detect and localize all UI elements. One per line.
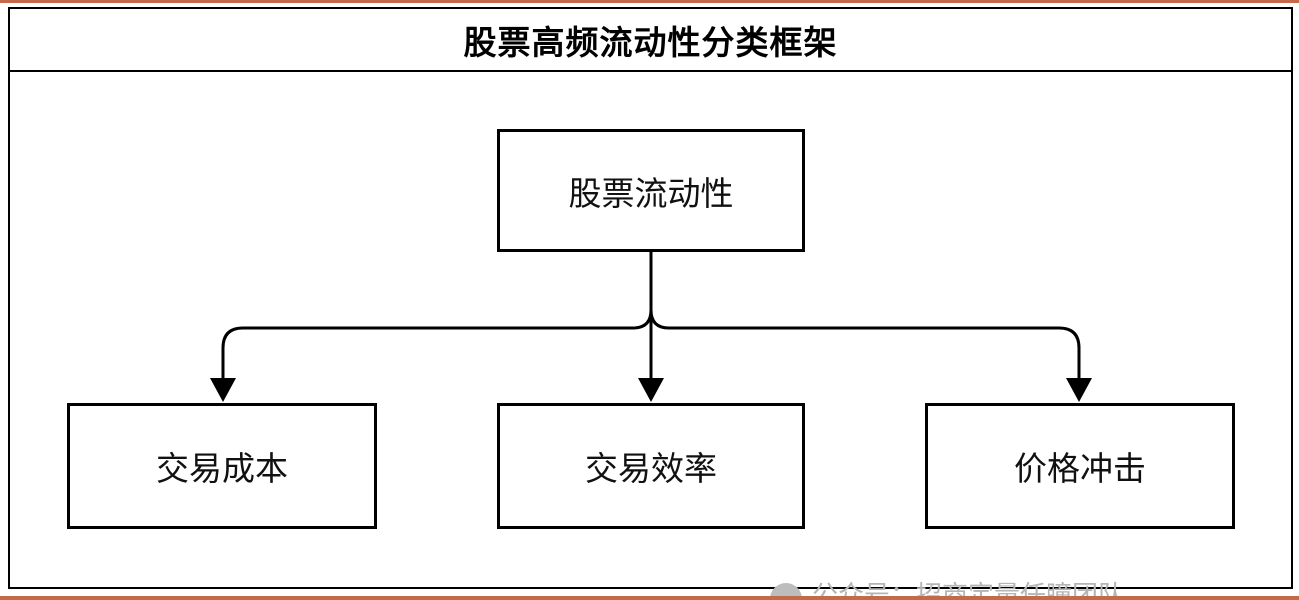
bottom-rule xyxy=(0,596,1299,600)
child-node-2: 交易效率 xyxy=(497,403,805,529)
arrowhead-node-2 xyxy=(638,378,664,402)
child-node-2-label: 交易效率 xyxy=(585,449,717,488)
arrowhead-node-1 xyxy=(210,378,236,402)
root-node: 股票流动性 xyxy=(497,129,805,252)
wechat-icon xyxy=(770,583,802,600)
edge-to-node-1 xyxy=(221,309,653,378)
root-node-label: 股票流动性 xyxy=(568,173,734,213)
child-node-3-label: 价格冲击 xyxy=(1014,449,1146,488)
child-node-3: 价格冲击 xyxy=(925,403,1235,529)
edge-to-node-3 xyxy=(649,309,1081,378)
diagram-title: 股票高频流动性分类框架 xyxy=(463,22,838,62)
child-node-1-label: 交易成本 xyxy=(156,449,288,488)
child-node-1: 交易成本 xyxy=(67,403,377,529)
watermark-text: 公众号：招商定量任瞳团队 xyxy=(812,581,1125,600)
watermark: 公众号：招商定量任瞳团队 xyxy=(770,575,1124,600)
top-rule xyxy=(0,0,1299,3)
title-bar: 股票高频流动性分类框架 xyxy=(10,9,1291,72)
arrowhead-node-3 xyxy=(1066,378,1092,402)
